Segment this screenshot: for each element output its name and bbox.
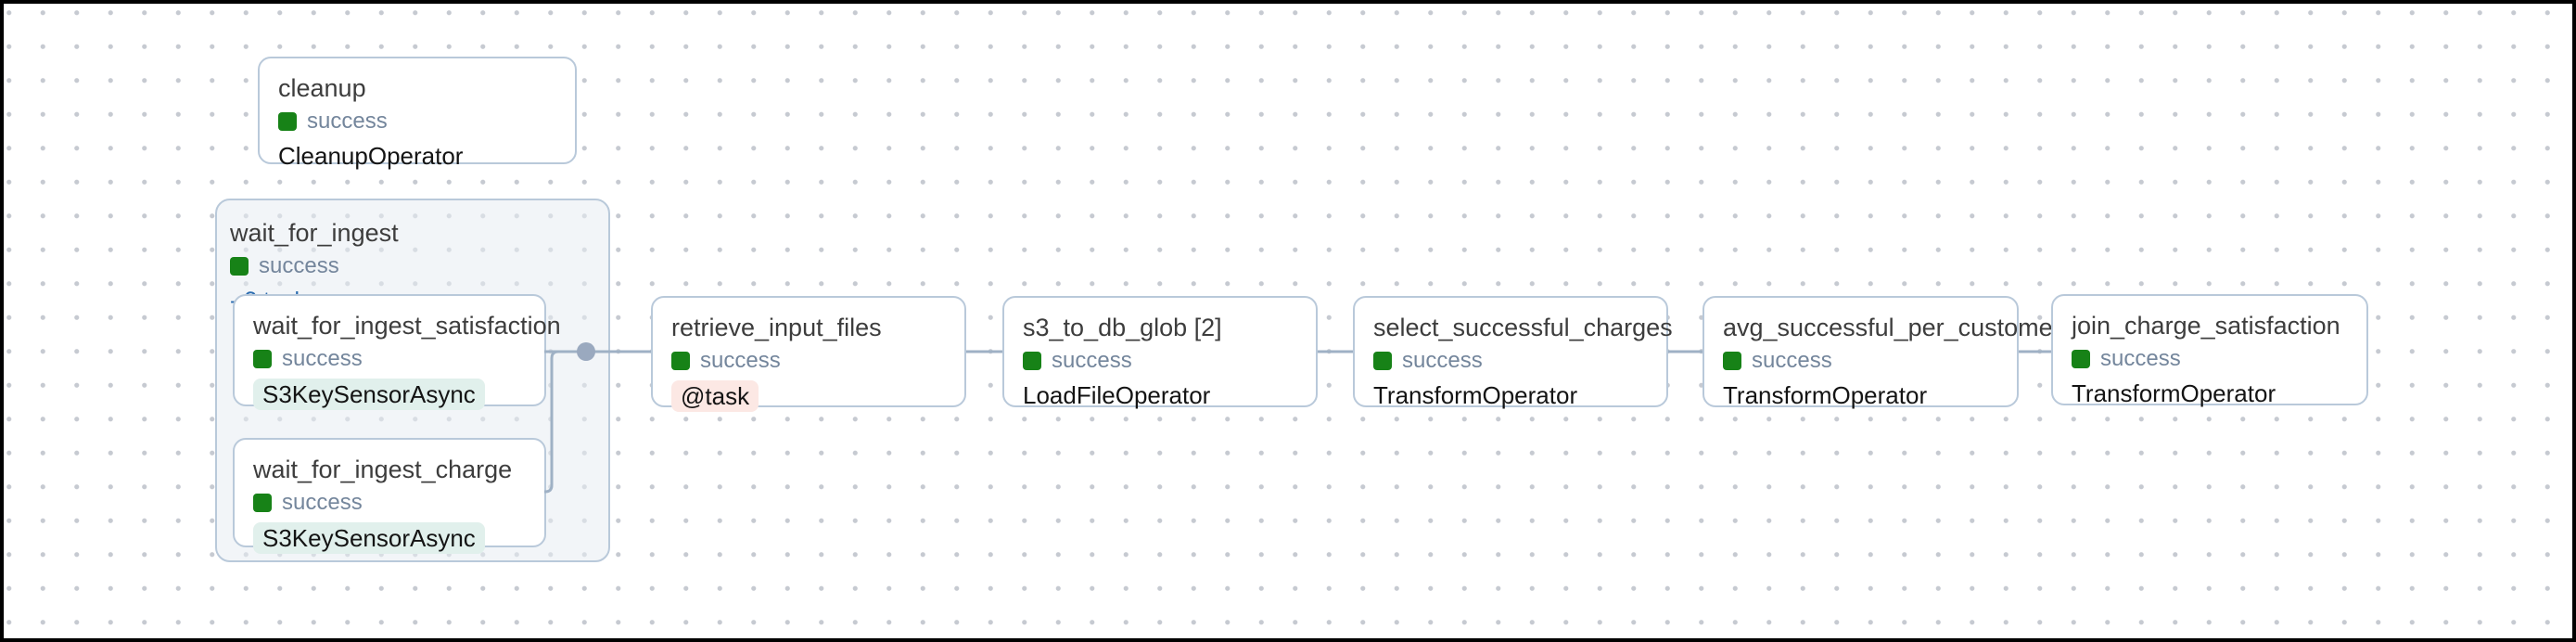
status-row: success xyxy=(671,347,946,375)
task-title: join_charge_satisfaction xyxy=(2072,312,2340,340)
task-node-s3-to-db-glob[interactable]: s3_to_db_glob [2] success LoadFileOperat… xyxy=(1002,296,1318,409)
success-status-icon xyxy=(253,494,272,512)
operator-badge: S3KeySensorAsync xyxy=(253,379,485,410)
status-row: success xyxy=(1723,347,1998,375)
task-title: cleanup xyxy=(278,74,366,102)
status-label: success xyxy=(282,490,363,515)
status-row: success xyxy=(2072,345,2348,373)
operator-label: TransformOperator xyxy=(1723,381,1928,409)
task-title: retrieve_input_files xyxy=(671,314,882,341)
success-status-icon xyxy=(1373,352,1392,370)
task-title: select_successful_charges xyxy=(1373,314,1673,341)
success-status-icon xyxy=(278,112,297,131)
task-node-cleanup[interactable]: cleanup success CleanupOperator xyxy=(258,57,577,170)
task-node-wait-for-ingest-satisfaction[interactable]: wait_for_ingest_satisfaction success S3K… xyxy=(233,294,561,410)
task-node-avg-successful-per-customer[interactable]: avg_successful_per_customer success Tran… xyxy=(1702,296,2061,409)
status-row: success xyxy=(1023,347,1297,375)
task-title: avg_successful_per_customer xyxy=(1723,314,2061,341)
status-row: success xyxy=(253,345,526,373)
success-status-icon xyxy=(1723,352,1741,370)
status-label: success xyxy=(282,346,363,371)
status-row: success xyxy=(230,252,595,280)
status-label: success xyxy=(2100,346,2181,371)
operator-badge: S3KeySensorAsync xyxy=(253,522,485,554)
operator-row: @task xyxy=(671,380,946,412)
status-label: success xyxy=(307,109,388,134)
status-label: success xyxy=(1752,348,1832,373)
success-status-icon xyxy=(2072,350,2090,368)
status-label: success xyxy=(259,253,339,278)
status-label: success xyxy=(1402,348,1483,373)
operator-label: TransformOperator xyxy=(2072,379,2276,407)
operator-label: LoadFileOperator xyxy=(1023,381,1211,409)
task-node-retrieve-input-files[interactable]: retrieve_input_files success @task xyxy=(651,296,966,412)
task-title: s3_to_db_glob [2] xyxy=(1023,314,1222,341)
operator-row: S3KeySensorAsync xyxy=(253,379,526,410)
task-title: wait_for_ingest_satisfaction xyxy=(253,312,561,340)
operator-label: CleanupOperator xyxy=(278,142,464,170)
status-row: success xyxy=(1373,347,1648,375)
task-node-join-charge-satisfaction[interactable]: join_charge_satisfaction success Transfo… xyxy=(2051,294,2368,407)
success-status-icon xyxy=(671,352,690,370)
status-row: success xyxy=(278,108,556,135)
task-group-title: wait_for_ingest xyxy=(230,219,399,247)
status-label: success xyxy=(700,348,781,373)
operator-label: TransformOperator xyxy=(1373,381,1578,409)
operator-badge: @task xyxy=(671,380,759,412)
task-node-select-successful-charges[interactable]: select_successful_charges success Transf… xyxy=(1353,296,1673,409)
success-status-icon xyxy=(253,350,272,368)
success-status-icon xyxy=(230,257,249,276)
operator-row: S3KeySensorAsync xyxy=(253,522,526,554)
status-label: success xyxy=(1052,348,1132,373)
task-title: wait_for_ingest_charge xyxy=(253,456,513,483)
status-row: success xyxy=(253,489,526,517)
task-node-wait-for-ingest-charge[interactable]: wait_for_ingest_charge success S3KeySens… xyxy=(233,438,546,554)
success-status-icon xyxy=(1023,352,1041,370)
